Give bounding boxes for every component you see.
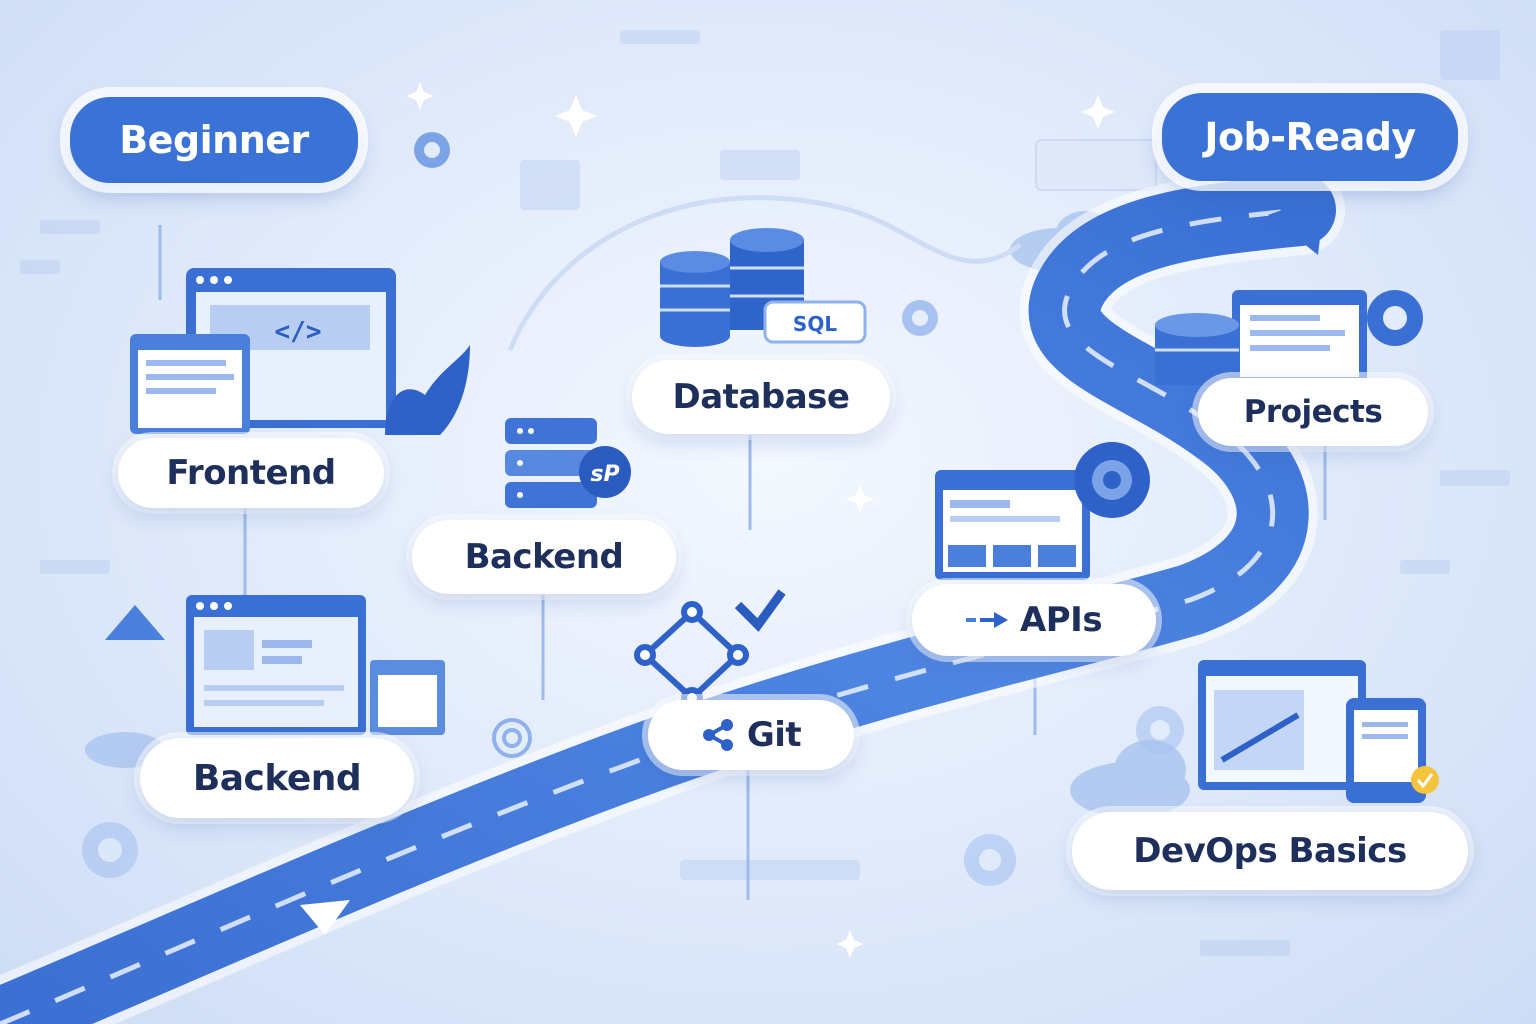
gear-icon bbox=[414, 132, 450, 168]
stage-git-pill: Git bbox=[648, 700, 854, 770]
sparkle-icon bbox=[406, 82, 1115, 958]
server-stack-icon: sP bbox=[505, 418, 631, 508]
database-cylinders-icon: SQL bbox=[660, 228, 867, 347]
goal-arrow-icon bbox=[1268, 195, 1325, 255]
backend-window-icon bbox=[105, 595, 445, 735]
stage-git-label: Git bbox=[746, 715, 802, 755]
browser-code-icon: </> bbox=[130, 268, 470, 435]
stage-devops-pill: DevOps Basics bbox=[1072, 812, 1468, 890]
target-icon bbox=[492, 718, 532, 758]
sp-badge-label: sP bbox=[590, 462, 619, 487]
stage-backend-lower-pill: Backend bbox=[140, 738, 414, 818]
road-path bbox=[0, 165, 1345, 1024]
background-decor bbox=[20, 30, 1510, 956]
stage-beginner-pill: Beginner bbox=[70, 97, 358, 183]
stage-backend-pill: Backend bbox=[412, 520, 676, 594]
devops-monitor-icon bbox=[1198, 660, 1439, 803]
road-arrow-icon bbox=[300, 900, 350, 935]
stage-apis-label: APIs bbox=[1019, 600, 1103, 640]
stage-job-ready-pill: Job-Ready bbox=[1162, 93, 1458, 181]
stage-projects-pill: Projects bbox=[1198, 378, 1428, 446]
projects-dashboard-icon bbox=[1155, 290, 1423, 385]
stage-frontend-pill: Frontend bbox=[118, 438, 384, 508]
code-tag-label: </> bbox=[275, 317, 322, 347]
arrow-right-icon bbox=[965, 610, 1010, 630]
stage-database-pill: Database bbox=[632, 360, 890, 434]
git-share-icon bbox=[701, 719, 737, 751]
stage-apis-pill: APIs bbox=[912, 584, 1156, 656]
gear-icon bbox=[902, 300, 938, 336]
sql-label: SQL bbox=[793, 312, 837, 336]
api-window-gear-icon bbox=[935, 442, 1150, 580]
